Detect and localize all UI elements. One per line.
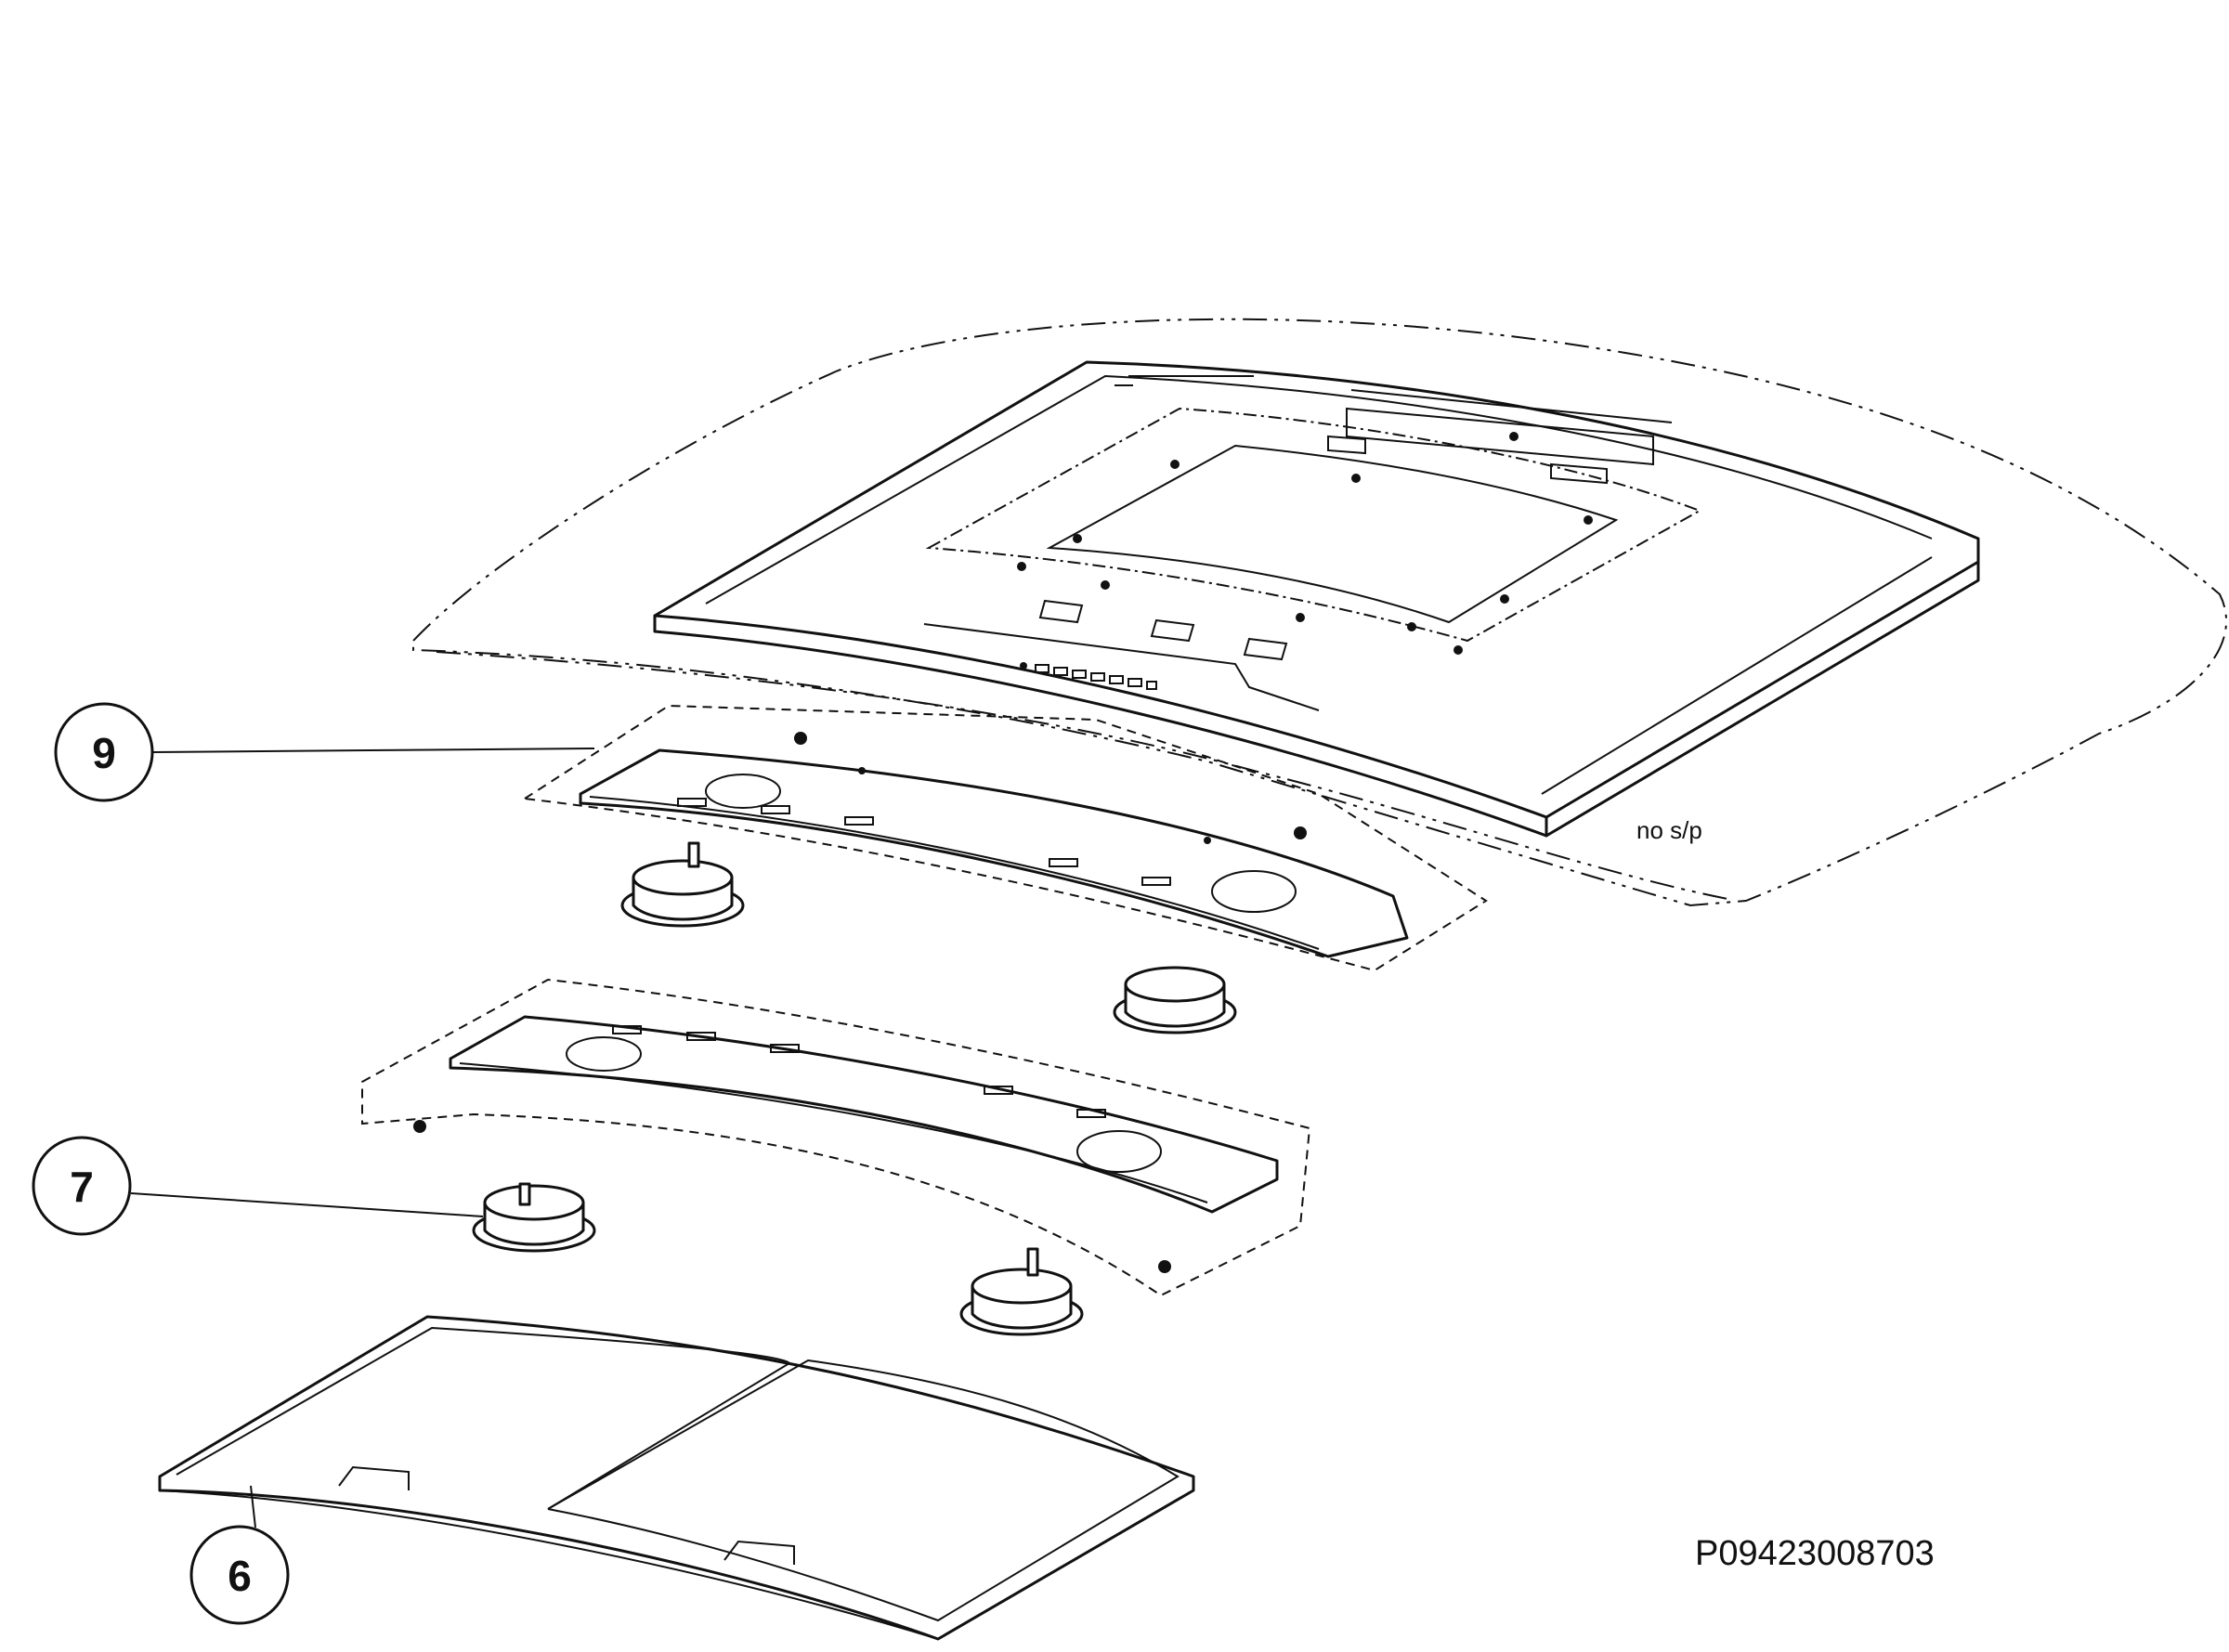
- callout-7-label: 7: [70, 1163, 94, 1211]
- hood-canopy-phantom-outline: [412, 318, 2227, 907]
- control-buttons: [1020, 662, 1157, 690]
- motor-blower-housing: [620, 841, 1237, 1034]
- callout-9-label: 9: [92, 729, 116, 777]
- hood-screw-holes: [1017, 432, 1593, 655]
- callout-6: 6: [189, 1485, 290, 1625]
- motor-bracket-assembly-lower: [361, 978, 1311, 1336]
- callout-9: 9: [54, 702, 595, 802]
- no-spare-part-note: no s/p: [1636, 816, 1702, 844]
- motor-bracket-assembly-upper: [522, 704, 1488, 972]
- callout-6-label: 6: [228, 1552, 252, 1600]
- callout-7: 7: [32, 1136, 484, 1236]
- hood-body: [653, 360, 1980, 838]
- drawing-code: P09423008703: [1695, 1534, 1935, 1573]
- grease-filters: [158, 1315, 1195, 1641]
